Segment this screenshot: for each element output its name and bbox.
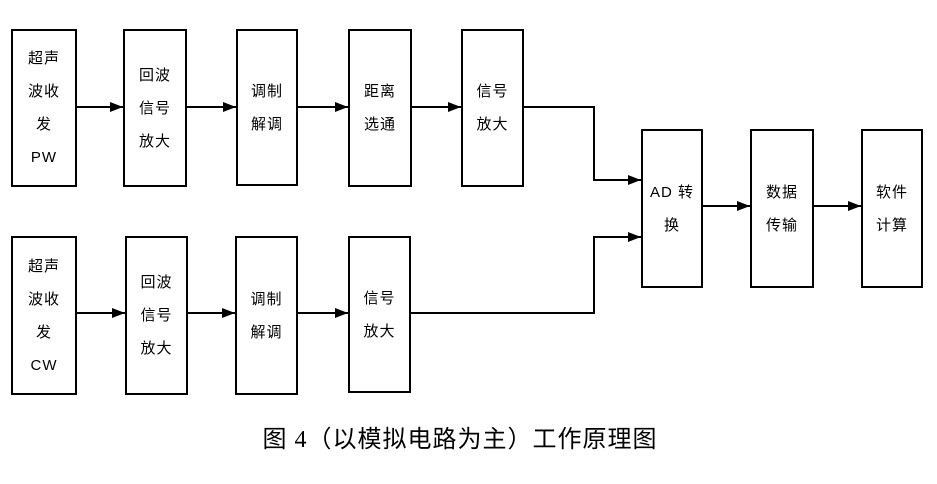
flow-node-ultrasonic-pw: 超声 波收 发 PW: [11, 29, 77, 187]
node-text-line: 换: [663, 216, 680, 234]
node-text-line: 超声: [27, 50, 60, 67]
node-text-line: 解调: [250, 323, 283, 341]
flow-node-range-gate: 距离 选通: [348, 29, 412, 187]
node-text-line: 距离: [363, 83, 396, 100]
node-text-line: 传输: [765, 216, 798, 234]
flow-node-signal-amplify-top: 信号 放大: [461, 29, 524, 187]
node-text-line: 数据: [765, 183, 798, 201]
node-text-line: 放大: [138, 132, 171, 150]
flow-node-echo-amplify-top: 回波 信号 放大: [123, 29, 187, 187]
node-text-line: 调制: [250, 290, 283, 308]
node-text-line: 放大: [363, 322, 396, 340]
node-text-line: 信号: [138, 99, 171, 117]
node-text-line: 放大: [140, 340, 173, 357]
flow-node-ad-converter: AD 转 换: [641, 129, 703, 288]
figure-caption: 图 4（以模拟电路为主）工作原理图: [262, 427, 658, 453]
node-text-line: 发: [35, 116, 52, 133]
node-text-line: 计算: [875, 216, 908, 234]
node-text-line: 解调: [250, 115, 283, 133]
flow-node-software-computation: 软件 计算: [861, 129, 923, 288]
node-text-line: 放大: [476, 116, 509, 133]
node-text-line: PW: [30, 149, 58, 166]
node-text-line: 信号: [476, 83, 509, 100]
connector-sig-bottom-to-ad: [411, 232, 641, 314]
node-text-line: 发: [35, 323, 52, 341]
node-text-line: 信号: [140, 307, 173, 324]
flow-node-signal-amplify-bottom: 信号 放大: [348, 236, 411, 393]
flow-node-data-transmission: 数据 传输: [750, 129, 814, 288]
node-text-line: 软件: [875, 183, 908, 201]
flow-node-mod-demod-bottom: 调制 解调: [235, 236, 298, 395]
node-text-line: 波收: [27, 290, 60, 308]
node-text-line: 超声: [27, 257, 60, 275]
node-text-line: 回波: [140, 274, 173, 291]
node-text-line: 选通: [363, 116, 396, 133]
node-text-line: AD 转: [649, 183, 694, 201]
node-text-line: 调制: [250, 82, 283, 100]
flow-node-ultrasonic-cw: 超声 波收 发 CW: [11, 236, 77, 395]
node-text-line: 波收: [27, 83, 60, 100]
node-text-line: CW: [30, 356, 58, 374]
flow-node-echo-amplify-bottom: 回波 信号 放大: [125, 236, 188, 395]
node-text-line: 信号: [363, 289, 396, 307]
flow-node-mod-demod-top: 调制 解调: [236, 29, 298, 186]
connector-sig-top-to-ad: [524, 106, 641, 185]
node-text-line: 回波: [138, 66, 171, 84]
